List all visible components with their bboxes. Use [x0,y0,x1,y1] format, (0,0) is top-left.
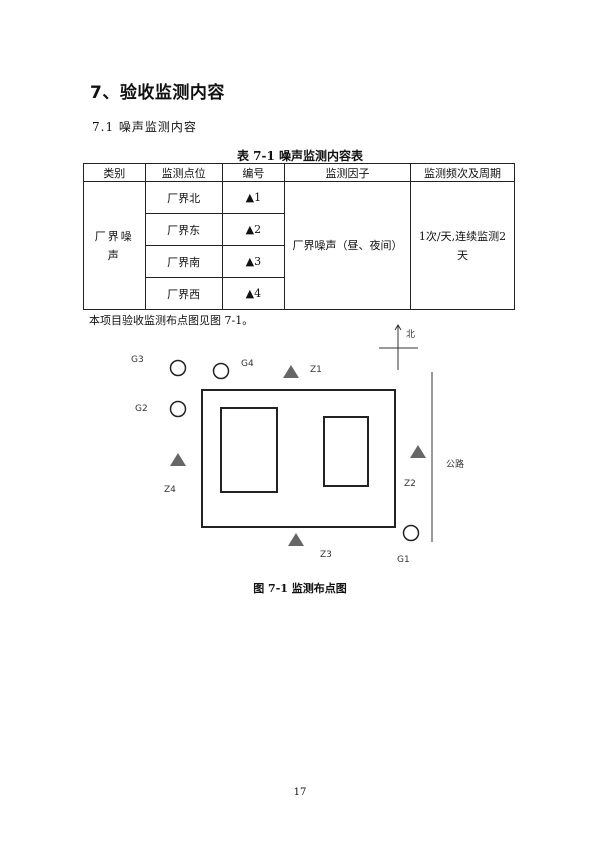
noise-monitoring-table: 类别 监测点位 编号 监测因子 监测频次及周期 厂界噪声 厂界北 ▲1 厂界噪声… [83,163,515,310]
factory-boundary [201,389,396,528]
code-cell: ▲3 [221,245,286,278]
subsection-heading: 7.1 噪声监测内容 [92,120,197,134]
header-location: 监测点位 [144,163,223,182]
code-cell: ▲1 [221,181,286,214]
code-cell: ▲4 [221,277,286,310]
z3-label: Z3 [320,550,332,560]
z2-marker-icon [410,445,426,458]
g3-marker-icon [169,359,187,377]
north-compass-icon [379,324,418,370]
g1-label: G1 [397,555,410,565]
section-heading: 7、验收监测内容 [90,83,225,103]
table-caption: 表 7-1 噪声监测内容表 [236,149,364,163]
location-cell: 厂界西 [144,277,223,310]
z3-marker-icon [288,533,304,546]
figure-reference-note: 本项目验收监测布点图见图 7-1。 [89,314,254,327]
building-east [323,416,369,487]
page-number: 17 [293,787,307,798]
location-cell: 厂界东 [144,213,223,246]
figure-caption: 图 7-1 监测布点图 [253,582,347,595]
monitoring-layout-diagram: 北 公路 G3 G4 G2 G1 Z1 Z2 Z3 Z4 [131,324,464,565]
g4-marker-icon [212,362,230,380]
z1-marker-icon [283,365,299,378]
z2-label: Z2 [404,479,416,489]
z4-label: Z4 [164,485,176,495]
table-row: 厂界南 ▲3 [84,245,515,278]
g4-label: G4 [241,359,254,369]
header-code: 编号 [221,163,286,182]
g2-marker-icon [169,400,187,418]
table-row: 厂界噪声 厂界北 ▲1 厂界噪声（昼、夜间） 1次/天,连续监测2天 [83,181,515,310]
table-row: 厂界东 ▲2 [84,213,515,246]
location-cell: 厂界南 [144,245,223,278]
g2-label: G2 [135,404,148,414]
road-label: 公路 [446,458,464,470]
table-header-row: 类别 监测点位 编号 监测因子 监测频次及周期 [83,163,515,182]
category-cell: 厂界噪声 [83,181,146,310]
header-frequency: 监测频次及周期 [410,163,515,182]
z4-marker-icon [170,453,186,466]
building-west [220,407,278,493]
frequency-cell: 1次/天,连续监测2天 [410,181,515,310]
table-row: 厂界西 ▲4 [84,277,515,310]
g3-label: G3 [131,355,144,365]
north-label: 北 [406,329,415,340]
code-cell: ▲2 [221,213,286,246]
z1-label: Z1 [310,365,322,375]
factor-cell: 厂界噪声（昼、夜间） [284,181,411,310]
header-factor: 监测因子 [284,163,411,182]
g1-marker-icon [402,524,420,542]
location-cell: 厂界北 [144,181,223,214]
header-category: 类别 [83,163,146,182]
